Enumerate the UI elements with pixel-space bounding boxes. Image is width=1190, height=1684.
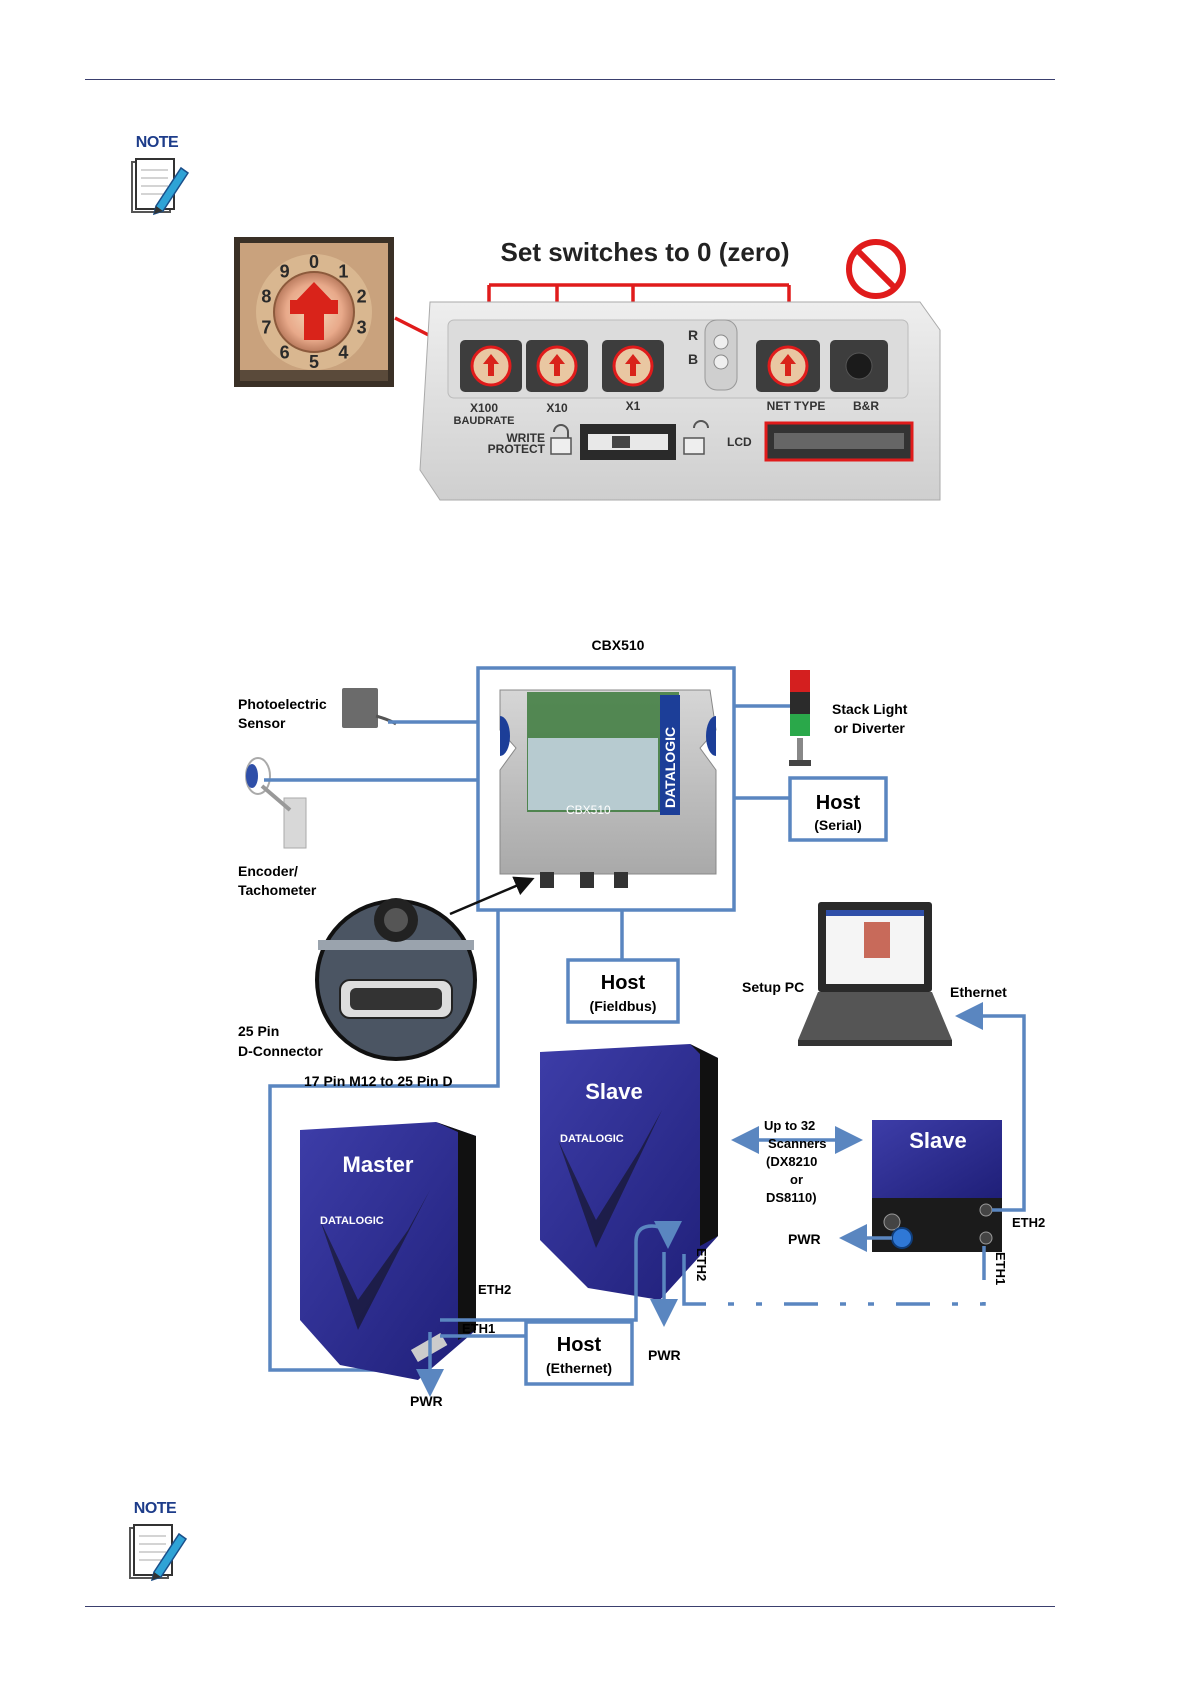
host-serial-title: Host [816,792,861,814]
label-net-type: NET TYPE [767,399,826,413]
host-ethernet-title: Host [557,1334,602,1356]
cbx-model: CBX510 [566,803,611,817]
br-button[interactable] [830,340,888,392]
stack-light [789,670,811,766]
dial-digit: 9 [280,262,290,282]
master-pwr-label: PWR [410,1393,443,1409]
note-label: NOTE [135,134,179,151]
write-protect-slider[interactable] [580,424,676,460]
slave-a-pwr-label: PWR [648,1347,681,1363]
host-ethernet-box [524,1320,634,1386]
network-diagram: CBX510 DATALOGIC CBX510 Photoelectric Se… [238,637,1045,1409]
photoelectric-sensor [342,688,397,728]
master-eth2-label: ETH2 [478,1282,511,1297]
dial-digit: 6 [280,343,290,363]
label-b: B [688,351,698,367]
dial-digit: 7 [261,318,271,338]
encoder-label-2: Tachometer [238,882,317,898]
stack-light-label-1: Stack Light [832,701,908,717]
label-x10: X10 [546,401,568,415]
master-brand: DATALOGIC [320,1215,384,1227]
label-lcd: LCD [727,435,752,449]
label-baudrate: BAUDRATE [454,415,515,427]
stack-light-label-2: or Diverter [834,720,905,736]
header-rule [85,79,1055,80]
host-serial-sub: (Serial) [814,817,861,833]
host-fieldbus-sub: (Fieldbus) [590,998,657,1014]
slave-scanner-b [872,1120,1002,1252]
lock-closed-icon [550,424,572,455]
rotary-switch-net-type[interactable] [756,340,820,392]
cbx-title: CBX510 [592,637,645,653]
led-indicator [704,319,738,391]
switch-heading: Set switches to 0 (zero) [501,237,790,267]
up-to-label-1: Up to 32 [764,1118,815,1133]
up-to-label-3: (DX8210 [766,1154,817,1169]
dial-digit: 1 [338,262,348,282]
lcd-connector[interactable] [764,421,914,462]
laptop [798,902,952,1046]
cable-label: 17 Pin M12 to 25 Pin D [304,1073,453,1089]
dial-digit: 5 [309,352,319,372]
rotary-switch-x1[interactable] [602,340,664,392]
cbx-frame [476,666,736,912]
host-serial-box [788,776,888,842]
dconnector-label-2: D-Connector [238,1043,323,1059]
setup-pc-label: Setup PC [742,979,804,995]
note-icon-bottom: NOTE [124,1500,194,1586]
label-r: R [688,327,698,343]
encoder-device [245,757,307,849]
photo-sensor-label-2: Sensor [238,715,286,731]
slave-b-pwr-label: PWR [788,1231,821,1247]
ethernet-label: Ethernet [950,984,1007,1000]
host-fieldbus-box [566,958,680,1024]
host-ethernet-sub: (Ethernet) [546,1360,612,1376]
dial-digit: 0 [309,252,319,272]
device-panel: R B X100 BAUDRATE X10 X1 NET TYPE B&R WR… [419,301,941,501]
master-eth1-label: ETH1 [462,1321,495,1336]
up-to-label-2: Scanners [768,1136,827,1151]
label-x1: X1 [626,399,641,413]
encoder-label-1: Encoder/ [238,863,298,879]
dial-digit: 8 [261,287,271,307]
note-label: NOTE [133,1500,177,1517]
prohibited-icon [846,239,906,299]
dial-digit: 2 [357,287,367,307]
label-br: B&R [853,399,879,413]
cbx-enclosure: DATALOGIC CBX510 [499,689,717,888]
slave-b-label: Slave [909,1128,967,1153]
dconnector-label-1: 25 Pin [238,1023,279,1039]
photo-sensor-label-1: Photoelectric [238,696,327,712]
label-write: WRITE [506,431,545,445]
notepad-pencil-icon [131,158,190,216]
footer-rule [85,1606,1055,1607]
label-x100: X100 [470,401,498,415]
dconnector-closeup [315,898,477,1061]
dial-digit: 4 [338,343,348,363]
rotary-switch-x10[interactable] [526,340,588,392]
notepad-pencil-icon [129,1524,188,1582]
slave-a-brand: DATALOGIC [560,1133,624,1145]
slave-b-eth2-label: ETH2 [1012,1215,1045,1230]
up-to-label-4: or [790,1172,803,1187]
dial-digit: 3 [357,318,367,338]
label-protect: PROTECT [488,442,546,456]
slave-a-label: Slave [585,1079,643,1104]
rotary-switch-x100[interactable] [460,340,522,392]
up-to-label-5: DS8110) [766,1190,817,1205]
host-fieldbus-title: Host [601,972,646,994]
slave-a-eth2-label: ETH2 [694,1248,709,1281]
master-label: Master [343,1152,414,1177]
cbx-brand: DATALOGIC [662,727,678,808]
lock-open-icon [683,420,709,455]
note-icon-top: NOTE [126,134,196,220]
slave-b-eth1-label: ETH1 [993,1252,1008,1285]
